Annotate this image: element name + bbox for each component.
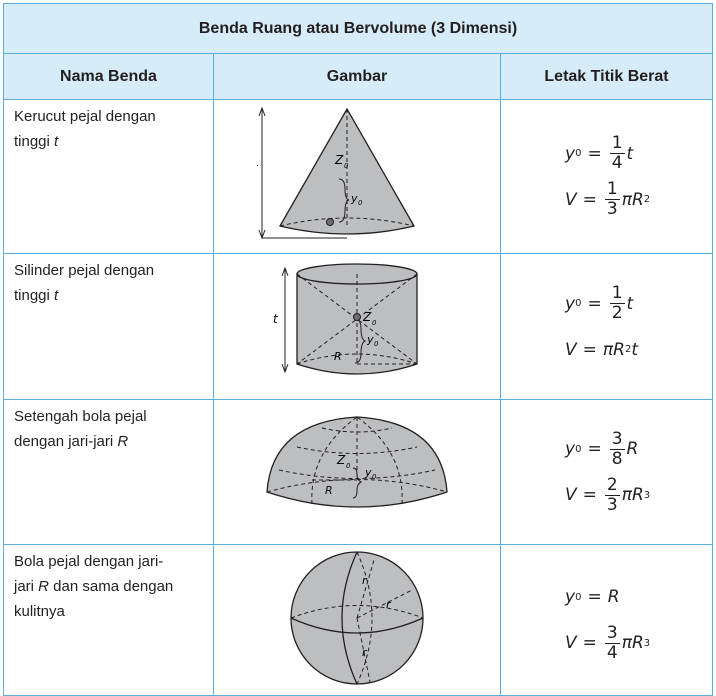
solid-sphere-figure: r r r bbox=[290, 550, 424, 685]
svg-text:Z: Z bbox=[336, 453, 346, 467]
header-nama-benda: Nama Benda bbox=[3, 53, 214, 100]
svg-text:R: R bbox=[334, 350, 342, 363]
table-row: Bola pejal dengan jari- jari R dan sama … bbox=[3, 544, 714, 696]
table-row: Silinder pejal dengan tinggi t t Z 0 y 0 bbox=[3, 253, 714, 400]
solid-hemisphere-figure: Z 0 R y 0 bbox=[266, 416, 448, 508]
y0-brace bbox=[354, 318, 367, 364]
object-name-line: Kerucut pejal dengan bbox=[14, 108, 156, 125]
object-name-line: tinggi bbox=[14, 133, 55, 150]
object-name-line: Bola pejal dengan jari- bbox=[14, 553, 164, 570]
svg-text:y: y bbox=[364, 466, 372, 479]
svg-text:0: 0 bbox=[358, 199, 363, 207]
figure-cell: t Z 0 y 0 bbox=[213, 99, 501, 254]
svg-text:0: 0 bbox=[372, 319, 377, 327]
table-wrapper: Benda Ruang atau Bervolume (3 Dimensi) N… bbox=[2, 3, 714, 696]
svg-text:0: 0 bbox=[346, 462, 351, 470]
object-name-line: jari bbox=[14, 578, 39, 595]
y0-brace bbox=[352, 467, 363, 499]
solid-cone-figure: t Z 0 y 0 bbox=[253, 106, 415, 240]
figure-cell: Z 0 R y 0 bbox=[213, 399, 501, 545]
object-name-variable: t bbox=[54, 287, 59, 304]
object-name-cell: Setengah bola pejal dengan jari-jari R bbox=[3, 399, 214, 545]
header-letak-titik-berat: Letak Titik Berat bbox=[499, 53, 714, 100]
object-name-variable: R bbox=[117, 433, 129, 450]
object-name-line: kulitnya bbox=[14, 603, 65, 620]
object-name-line: dan sama dengan bbox=[49, 578, 174, 595]
svg-text:r: r bbox=[362, 574, 368, 587]
table-row: Kerucut pejal dengan tinggi t t Z 0 y 0 bbox=[3, 99, 714, 254]
centroid-point bbox=[353, 313, 361, 321]
figure-cell: r r r bbox=[213, 544, 501, 696]
object-name-variable: R bbox=[38, 578, 50, 595]
cone-body bbox=[279, 107, 415, 235]
centroid-table: Benda Ruang atau Bervolume (3 Dimensi) N… bbox=[2, 3, 714, 696]
object-name-line: Setengah bola pejal bbox=[14, 408, 147, 425]
centroid-point bbox=[326, 218, 334, 226]
header-gambar: Gambar bbox=[213, 53, 501, 100]
figure-cell: t Z 0 y 0 R bbox=[213, 253, 501, 400]
object-name-cell: Bola pejal dengan jari- jari R dan sama … bbox=[3, 544, 214, 696]
svg-text:r: r bbox=[362, 646, 368, 659]
height-label: t bbox=[257, 161, 259, 175]
svg-text:y: y bbox=[366, 333, 374, 346]
solid-cylinder-figure: t Z 0 y 0 R bbox=[273, 263, 418, 375]
svg-text:Z: Z bbox=[334, 153, 344, 167]
table-row: Setengah bola pejal dengan jari-jari R Z… bbox=[3, 399, 714, 545]
svg-text:y: y bbox=[350, 192, 358, 205]
svg-text:R: R bbox=[325, 484, 333, 497]
svg-text:0: 0 bbox=[344, 162, 349, 170]
svg-text:Z: Z bbox=[362, 310, 372, 324]
table-title: Benda Ruang atau Bervolume (3 Dimensi) bbox=[2, 3, 714, 54]
object-name-variable: t bbox=[54, 133, 59, 150]
svg-text:t: t bbox=[273, 312, 279, 326]
object-name-line: Silinder pejal dengan bbox=[14, 262, 155, 279]
object-name-line: dengan jari-jari bbox=[14, 433, 118, 450]
y0-brace bbox=[338, 178, 350, 223]
svg-text:0: 0 bbox=[372, 473, 377, 481]
svg-text:0: 0 bbox=[374, 340, 379, 348]
cone-base-back bbox=[279, 217, 415, 227]
object-name-cell: Silinder pejal dengan tinggi t bbox=[3, 253, 214, 400]
svg-text:r: r bbox=[386, 598, 392, 611]
object-name-cell: Kerucut pejal dengan tinggi t bbox=[3, 99, 214, 254]
object-name-line: tinggi bbox=[14, 287, 55, 304]
